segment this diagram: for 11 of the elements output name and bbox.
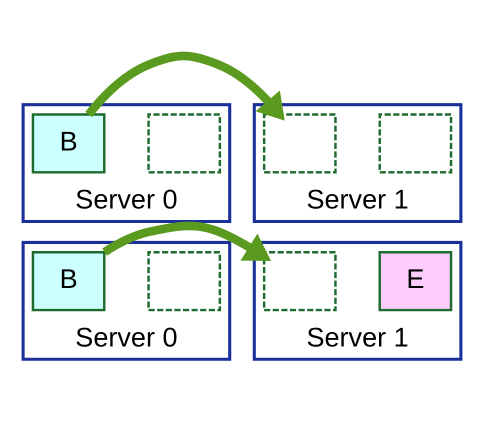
node-box (147, 251, 222, 312)
node-box: B (32, 113, 106, 174)
node-box (262, 251, 337, 312)
arrow (85, 52, 285, 121)
node-box (378, 113, 452, 174)
node-box: E (378, 251, 452, 312)
node-box: B (32, 251, 106, 312)
node-box (262, 113, 337, 174)
node-box (147, 113, 222, 174)
cluster: Server 1 (252, 103, 462, 224)
arrow (102, 222, 272, 261)
